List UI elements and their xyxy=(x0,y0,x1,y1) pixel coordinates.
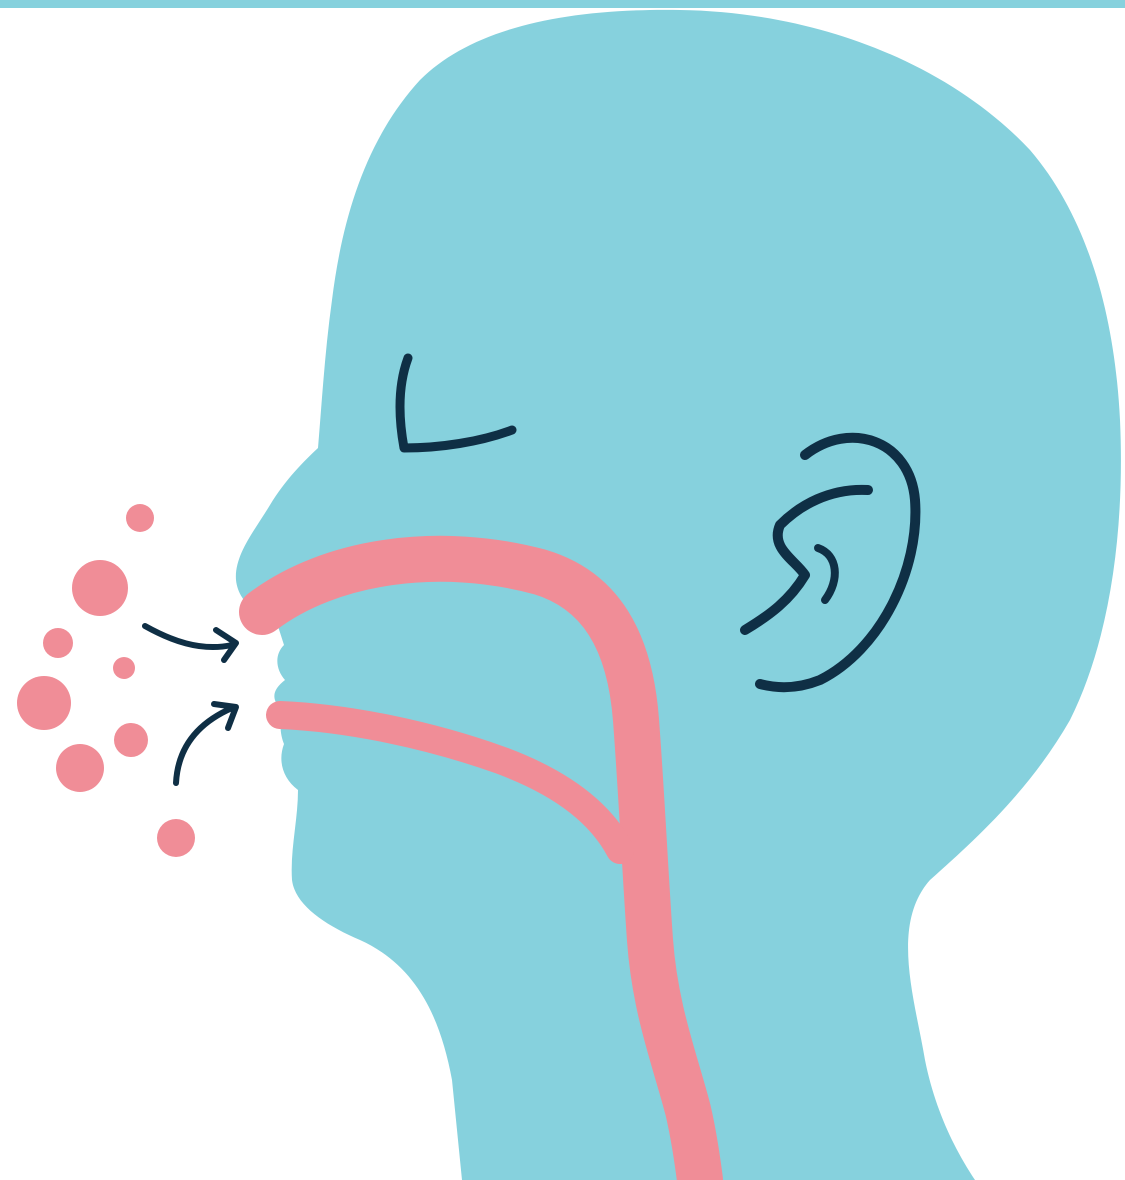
droplet-icon xyxy=(56,744,104,792)
droplets-group xyxy=(17,504,195,857)
droplet-icon xyxy=(43,628,73,658)
arrow-lower-icon xyxy=(176,704,236,783)
droplet-icon xyxy=(126,504,154,532)
droplet-icon xyxy=(72,560,128,616)
droplet-icon xyxy=(17,676,71,730)
droplet-icon xyxy=(157,819,195,857)
arrow-upper-icon xyxy=(145,626,236,660)
droplet-icon xyxy=(113,657,135,679)
droplet-icon xyxy=(114,723,148,757)
